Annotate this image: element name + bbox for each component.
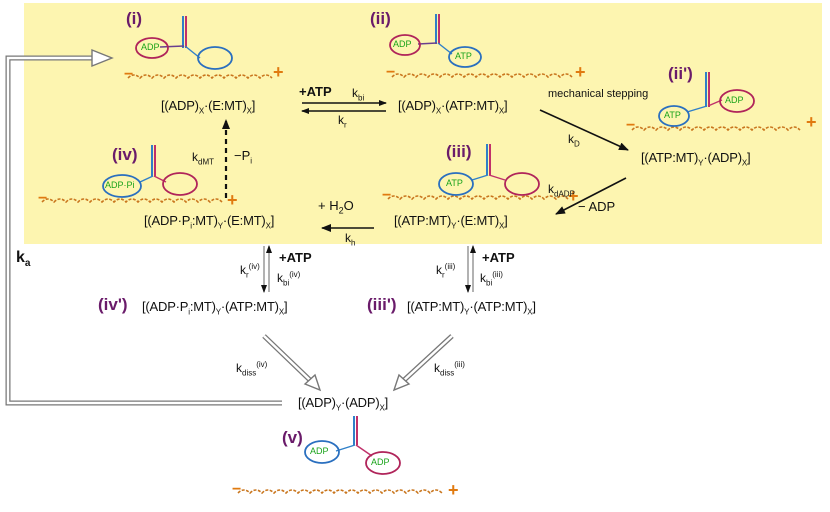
state-number-ii: (ii)	[370, 9, 391, 28]
state-number-iv: (iv)	[112, 145, 138, 164]
state-number-i: (i)	[126, 9, 143, 28]
microtubule-ii-prime	[631, 126, 801, 132]
minus-end-ii: −	[386, 64, 396, 81]
head-label-ii-prime-atp: ATP	[664, 110, 681, 120]
plus-end-i: +	[273, 62, 284, 82]
head-label-v-adp-2: ADP	[371, 457, 390, 467]
plus-end-ii-prime: +	[806, 112, 817, 132]
plus-end-v: +	[448, 480, 459, 500]
label-minus-pi: −Pi	[234, 148, 253, 166]
kinesin-ii	[389, 14, 482, 68]
state-label-i: [(ADP)X·(E:MT)X]	[161, 98, 256, 116]
state-number-ii-prime: (ii')	[668, 64, 693, 83]
rate-kdiss-iii: kdiss(iii)	[434, 360, 465, 378]
state-number-iii: (iii)	[446, 142, 472, 161]
state-number-iii-prime: (iii')	[367, 295, 397, 314]
arrow-ii-prime-to-iii	[555, 177, 627, 215]
arrow-iv-prime-to-v	[262, 334, 322, 392]
minus-end-v: −	[232, 481, 242, 498]
rate-kr: kr	[338, 113, 347, 130]
minus-end-ii-prime: −	[626, 117, 636, 134]
rate-kbi: kbi	[352, 86, 365, 103]
label-plus-atp-iv: +ATP	[279, 250, 312, 265]
minus-end-iii: −	[382, 187, 392, 204]
state-label-iii-prime: [(ATP:MT)Y·(ATP:MT)X]	[407, 299, 536, 317]
rate-kdiss-iv: kdiss(iv)	[236, 360, 268, 378]
kinesin-iii	[438, 144, 540, 196]
rate-ka: ka	[16, 249, 31, 270]
rate-kbi-iii: kbi(iii)	[480, 270, 503, 288]
arrow-iii-prime-to-v	[392, 334, 454, 392]
rate-kr-iii: kr(iii)	[436, 262, 456, 280]
kinesin-i	[135, 16, 233, 70]
state-number-v: (v)	[282, 428, 303, 447]
head-label-v-adp-1: ADP	[310, 446, 329, 456]
label-plus-h2o: + H2O	[318, 198, 354, 216]
head-label-iii-atp: ATP	[446, 178, 463, 188]
arrow-v-to-i-ka	[5, 48, 282, 406]
microtubule-v	[237, 489, 443, 495]
state-label-iv: [(ADP·Pi:MT)Y·(E:MT)X]	[144, 213, 275, 231]
rate-kh: kh	[345, 231, 356, 248]
minus-end-iv: −	[38, 190, 48, 207]
rate-kdadp: kdADP	[548, 182, 575, 199]
state-label-v: [(ADP)Y·(ADP)X]	[298, 395, 389, 413]
head-label-ii-prime-adp: ADP	[725, 95, 744, 105]
state-label-ii: [(ADP)X·(ATP:MT)X]	[398, 98, 508, 116]
label-minus-adp: − ADP	[578, 199, 616, 214]
rate-kbi-iv: kbi(iv)	[277, 270, 301, 288]
minus-end-i: −	[124, 66, 134, 83]
microtubule-iv	[41, 198, 223, 204]
label-plus-atp-iii: +ATP	[482, 250, 515, 265]
kinesin-ii-prime	[658, 72, 755, 127]
head-label-ii-adp: ADP	[393, 39, 412, 49]
plus-end-ii: +	[575, 62, 586, 82]
head-label-iv-adp-pi: ADP·Pi	[105, 180, 135, 190]
state-number-iv-prime: (iv')	[98, 295, 128, 314]
microtubule-ii	[391, 73, 573, 79]
head-label-i-adp: ADP	[141, 42, 160, 52]
head-label-ii-atp: ATP	[455, 51, 472, 61]
rate-kr-iv: kr(iv)	[240, 262, 260, 280]
state-label-ii-prime: [(ATP:MT)Y·(ADP)X]	[641, 150, 751, 168]
label-mechanical-stepping: mechanical stepping	[548, 88, 649, 100]
microtubule-i	[127, 74, 273, 80]
state-label-iii: [(ATP:MT)Y·(E:MT)X]	[394, 213, 508, 231]
rate-kd: kD	[568, 132, 580, 149]
kinesin-v	[304, 416, 401, 475]
plus-end-iii: +	[568, 186, 579, 206]
arrow-ii-to-ii-prime	[539, 109, 629, 151]
state-label-iv-prime: [(ADP·Pi:MT)Y·(ATP:MT)X]	[142, 299, 288, 317]
rate-kdmt: kdMT	[192, 150, 214, 167]
microtubule-iii	[387, 195, 569, 201]
label-plus-atp-top: +ATP	[299, 84, 332, 99]
kinesin-iv	[102, 145, 198, 198]
plus-end-iv: +	[227, 190, 238, 210]
